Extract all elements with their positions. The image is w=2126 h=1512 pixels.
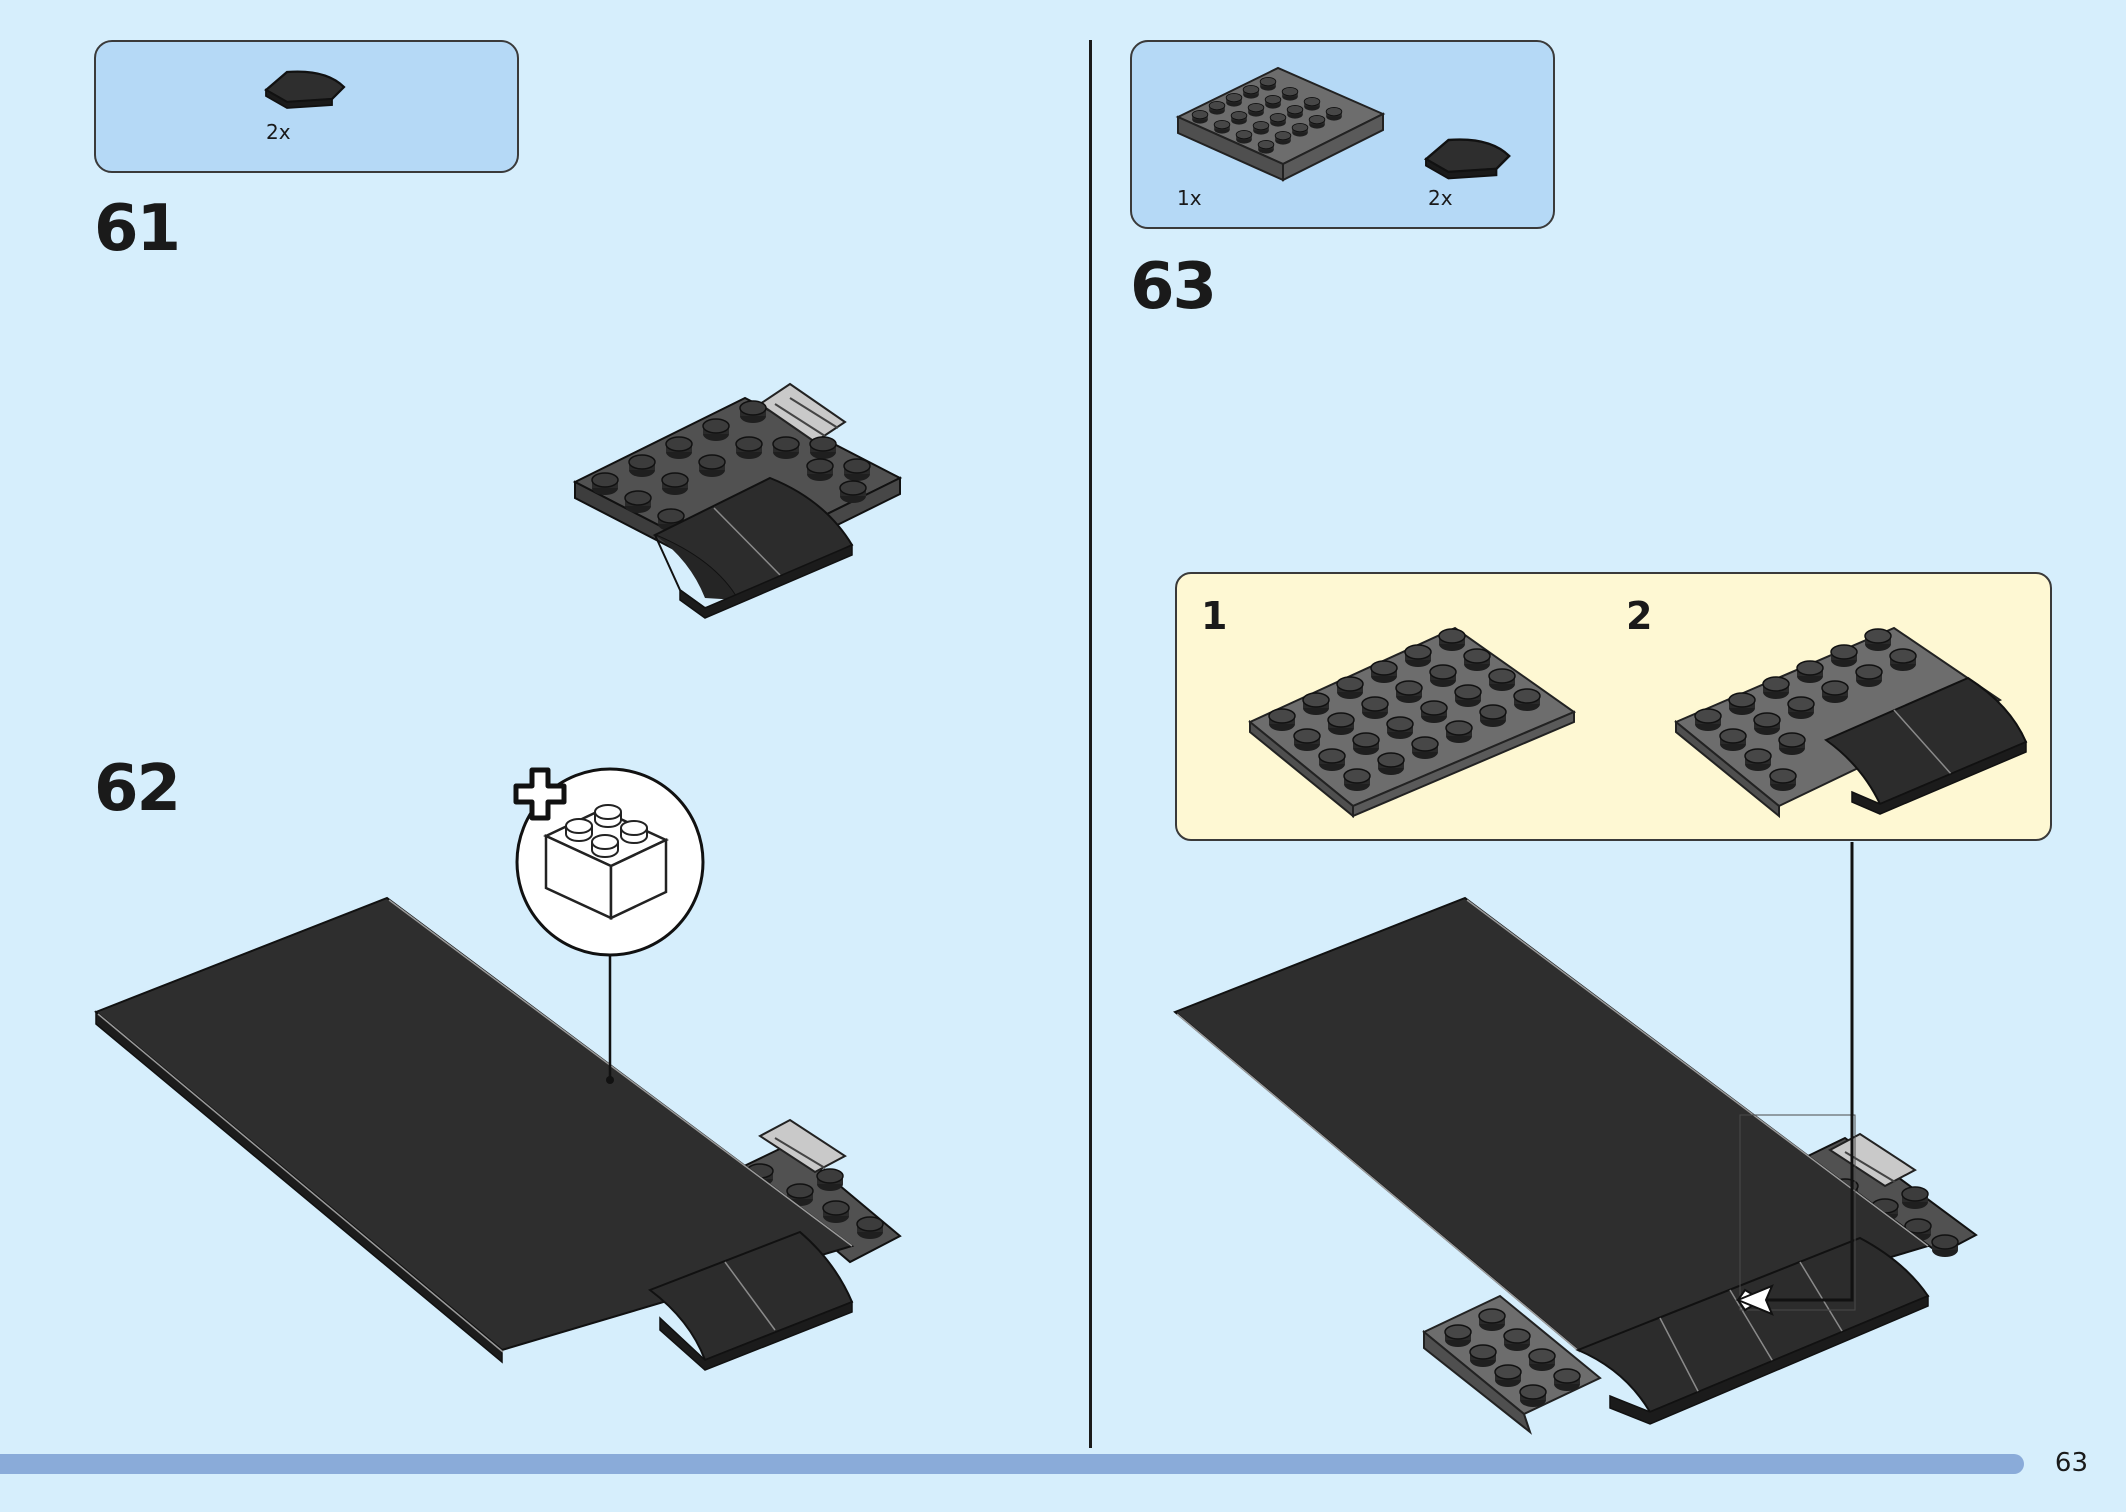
step-62-model xyxy=(94,767,902,1371)
page-number: 63 xyxy=(2054,1448,2088,1478)
step-63-model xyxy=(1173,842,1978,1435)
substep-number-2: 2 xyxy=(1626,594,1653,638)
curved-slope-tile-icon xyxy=(1424,138,1511,180)
step-number-63: 63 xyxy=(1130,250,1217,324)
substep-number-1: 1 xyxy=(1201,594,1228,638)
parts-list-step-63: 1x 2x xyxy=(1130,40,1555,229)
part-quantity: 1x xyxy=(1177,186,1202,210)
part-quantity: 2x xyxy=(1428,186,1453,210)
substep-2-model xyxy=(1674,626,2028,819)
page-divider xyxy=(1089,40,1092,1448)
step-number-62: 62 xyxy=(94,752,181,826)
part-quantity: 2x xyxy=(266,120,291,144)
step-number-61: 61 xyxy=(94,192,181,266)
curved-slope-tile-icon xyxy=(264,70,346,110)
substep-1-model xyxy=(1248,626,1577,819)
progress-bar xyxy=(0,1454,2024,1474)
plate-4x6-icon xyxy=(1175,66,1386,182)
step-61-model xyxy=(572,382,903,619)
